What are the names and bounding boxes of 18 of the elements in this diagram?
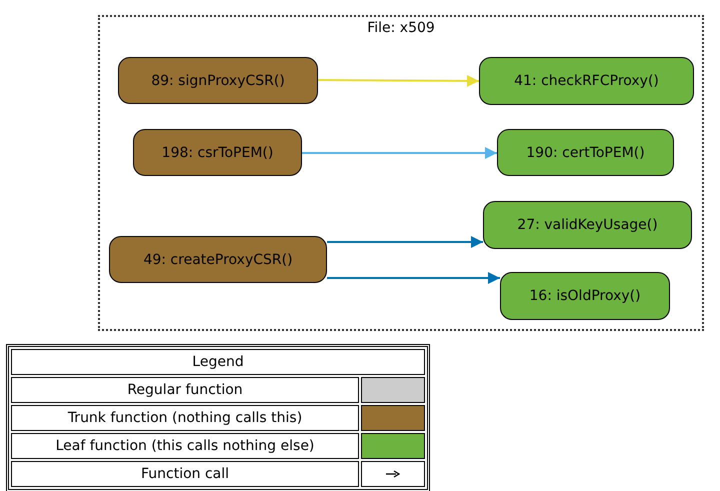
legend-label: Regular function xyxy=(11,377,359,403)
legend-label: Leaf function (this calls nothing else) xyxy=(11,433,359,459)
call-arrow xyxy=(327,272,500,284)
function-box: 41: checkRFCProxy() xyxy=(479,57,694,105)
call-arrow xyxy=(318,74,479,87)
function-box: 27: validKeyUsage() xyxy=(483,201,692,249)
call-arrow xyxy=(302,147,497,159)
call-arrow xyxy=(327,236,483,248)
function-box: 190: certToPEM() xyxy=(497,129,674,176)
legend-title: Legend xyxy=(11,349,425,375)
legend-label: Trunk function (nothing calls this) xyxy=(11,405,359,431)
function-box: 89: signProxyCSR() xyxy=(118,57,318,104)
function-box: 198: csrToPEM() xyxy=(133,129,302,176)
function-box: 16: isOldProxy() xyxy=(500,272,670,320)
legend-label: Function call xyxy=(11,461,359,487)
cluster-title: File: x509 xyxy=(366,20,436,36)
function-box: 49: createProxyCSR() xyxy=(109,236,327,283)
file-cluster xyxy=(98,15,704,331)
